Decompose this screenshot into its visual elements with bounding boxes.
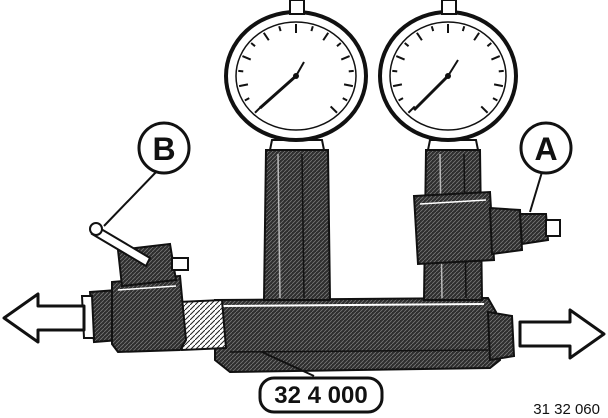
gauge-tick bbox=[343, 83, 354, 88]
inflow-arrow-right bbox=[518, 308, 606, 360]
gauge-tick bbox=[473, 32, 480, 41]
gauge-tick bbox=[407, 105, 416, 114]
shutoff-valve-b bbox=[89, 222, 189, 354]
gauge-tick bbox=[262, 32, 270, 41]
gauge-tick bbox=[392, 83, 403, 88]
gauge-tick bbox=[461, 25, 466, 32]
gauge-tick bbox=[404, 42, 410, 47]
gauge-tick bbox=[322, 32, 330, 41]
gauge-tick bbox=[250, 42, 256, 47]
gauge-tick bbox=[242, 55, 252, 61]
left-pressure-gauge bbox=[224, 0, 368, 142]
left-gauge-stem bbox=[262, 139, 332, 301]
gauge-needle bbox=[412, 74, 450, 112]
right-gauge-stem bbox=[412, 139, 496, 301]
figure-number: 31 32 060 bbox=[533, 401, 600, 418]
gauge-tick bbox=[486, 42, 492, 47]
gauge-tick bbox=[398, 97, 404, 102]
leader-line-a bbox=[529, 171, 543, 213]
callout-a: A bbox=[519, 121, 573, 175]
manifold-body bbox=[214, 296, 516, 374]
valve-a bbox=[488, 206, 561, 256]
gauge-needle bbox=[259, 74, 297, 110]
gauge-scale-ticks bbox=[392, 24, 504, 114]
gauge-tick bbox=[492, 97, 498, 102]
part-number-tag: 32 4 000 bbox=[258, 376, 384, 414]
gauge-tick bbox=[480, 105, 489, 114]
gauge-tick bbox=[336, 42, 342, 47]
gauge-tick bbox=[395, 55, 405, 61]
gauge-tick bbox=[310, 25, 314, 32]
gauge-tick bbox=[329, 105, 338, 114]
gauge-tick bbox=[342, 97, 348, 102]
gauge-tick bbox=[491, 55, 501, 61]
gauge-tick bbox=[430, 25, 435, 32]
gauge-tick bbox=[340, 55, 350, 61]
leader-line-part bbox=[261, 351, 315, 377]
gauge-scale-ticks bbox=[238, 24, 354, 114]
outflow-arrow-left bbox=[2, 292, 86, 344]
gauge-tick bbox=[493, 83, 504, 88]
right-pressure-gauge bbox=[378, 0, 518, 142]
callout-a-label: A bbox=[534, 131, 557, 167]
gauge-tick bbox=[416, 32, 423, 41]
gauge-tick bbox=[244, 97, 250, 102]
callout-b: B bbox=[137, 121, 191, 175]
leader-line-b bbox=[103, 169, 159, 227]
part-number-label: 32 4 000 bbox=[274, 382, 367, 409]
callout-b-label: B bbox=[152, 131, 175, 167]
gauge-tick bbox=[278, 25, 282, 32]
gauge-tick bbox=[238, 83, 249, 88]
